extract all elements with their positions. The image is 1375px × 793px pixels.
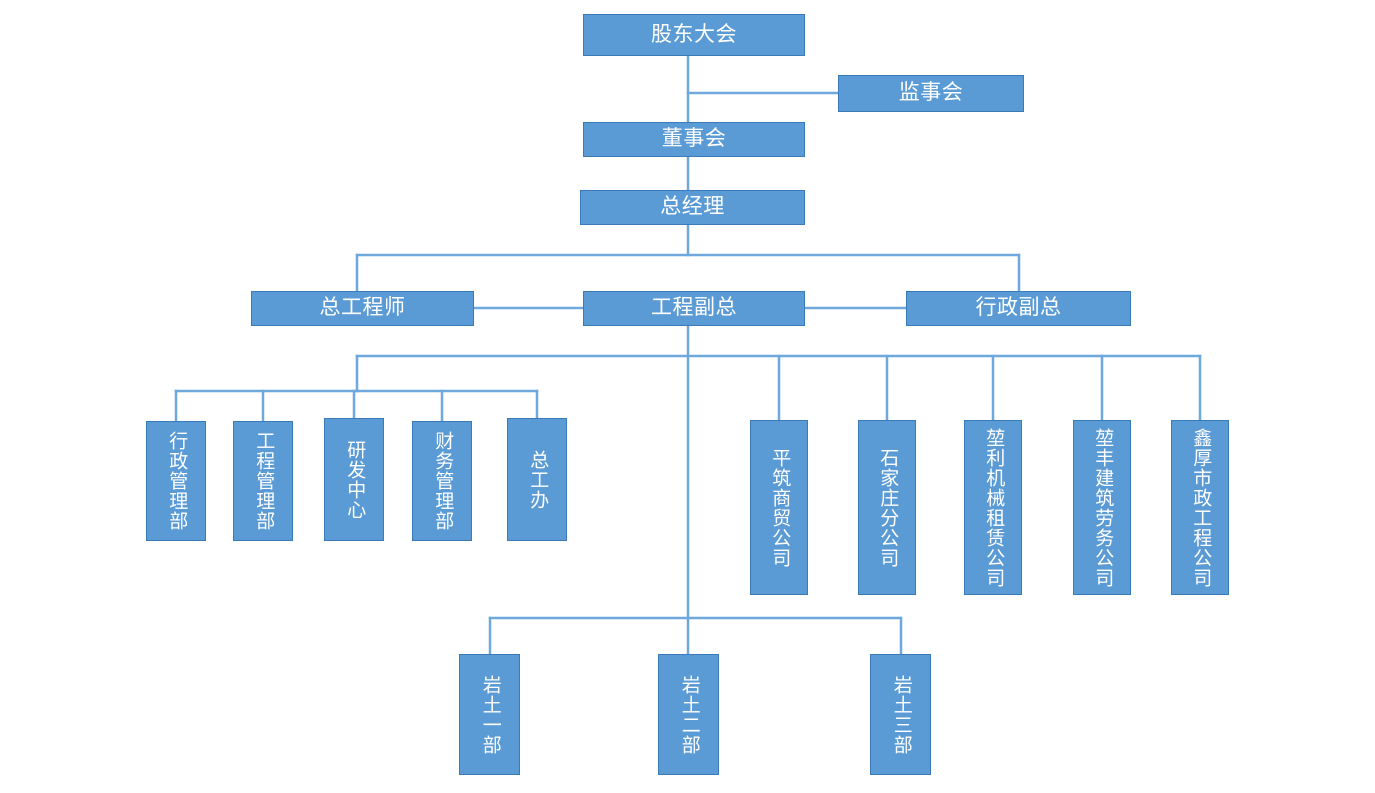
node-board-of-directors[interactable]: 董事会 (583, 122, 805, 157)
node-chief-engineer-office[interactable]: 总工办 (507, 418, 567, 541)
node-shijiazhuang-branch[interactable]: 石家庄分公司 (858, 420, 916, 595)
node-label: 鑫厚市政工程公司 (1190, 427, 1212, 588)
node-label: 岩土一部 (479, 674, 501, 755)
node-administrative-vp[interactable]: 行政副总 (906, 291, 1131, 326)
node-pingzhu-trading[interactable]: 平筑商贸公司 (750, 420, 808, 595)
node-label: 堃丰建筑劳务公司 (1092, 427, 1114, 588)
node-supervisory-board[interactable]: 监事会 (838, 75, 1024, 112)
node-kunfeng-labor[interactable]: 堃丰建筑劳务公司 (1073, 420, 1131, 595)
node-label: 监事会 (898, 81, 964, 105)
node-label: 行政副总 (975, 296, 1062, 320)
node-engineering-vp[interactable]: 工程副总 (583, 291, 805, 326)
node-shareholders-meeting[interactable]: 股东大会 (583, 14, 805, 56)
node-label: 工程管理部 (253, 431, 275, 531)
node-label: 股东大会 (651, 22, 737, 46)
node-geotech-2[interactable]: 岩土二部 (658, 654, 719, 775)
node-chief-engineer[interactable]: 总工程师 (251, 291, 474, 326)
node-label: 董事会 (661, 127, 727, 151)
node-label: 工程副总 (651, 296, 737, 320)
node-label: 研发中心 (344, 439, 366, 520)
node-engineering-dept[interactable]: 工程管理部 (233, 421, 293, 541)
node-kunli-machinery[interactable]: 堃利机械租赁公司 (964, 420, 1022, 595)
node-geotech-1[interactable]: 岩土一部 (459, 654, 520, 775)
node-label: 总工程师 (319, 296, 406, 320)
node-label: 总经理 (660, 195, 725, 219)
node-finance-dept[interactable]: 财务管理部 (412, 421, 472, 541)
node-label: 总工办 (527, 449, 549, 510)
node-label: 财务管理部 (432, 431, 454, 531)
node-xinhou-municipal[interactable]: 鑫厚市政工程公司 (1171, 420, 1229, 595)
node-label: 平筑商贸公司 (769, 447, 791, 568)
node-general-manager[interactable]: 总经理 (580, 190, 805, 225)
node-label: 堃利机械租赁公司 (983, 427, 1005, 588)
node-label: 岩土三部 (890, 674, 912, 755)
node-label: 行政管理部 (166, 431, 188, 531)
node-geotech-3[interactable]: 岩土三部 (870, 654, 931, 775)
node-admin-dept[interactable]: 行政管理部 (146, 421, 206, 541)
node-label: 岩土二部 (678, 674, 700, 755)
node-label: 石家庄分公司 (877, 447, 899, 568)
node-rd-center[interactable]: 研发中心 (324, 418, 384, 541)
